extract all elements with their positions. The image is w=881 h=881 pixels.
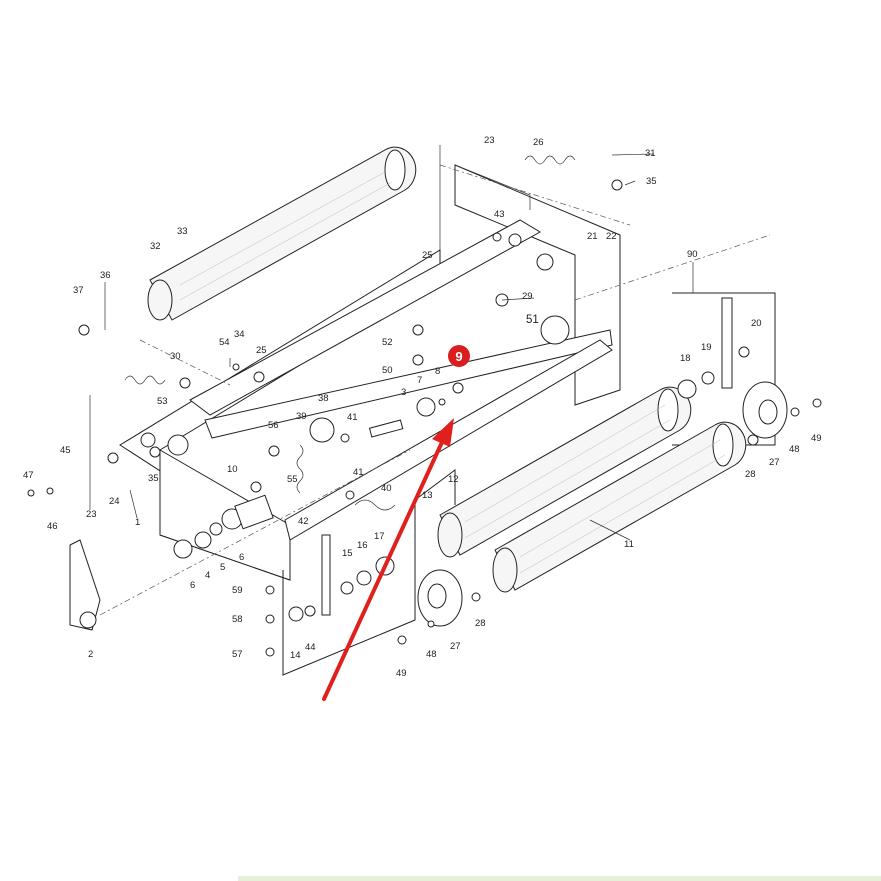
label-48b: 48 xyxy=(426,649,437,660)
label-28b: 28 xyxy=(475,618,486,629)
callout-number: 9 xyxy=(455,349,462,364)
main-frame xyxy=(119,145,621,581)
label-44: 44 xyxy=(305,642,316,653)
label-24: 24 xyxy=(109,496,120,507)
label-26: 26 xyxy=(533,137,544,148)
callout-circle xyxy=(448,345,470,367)
label-41a: 41 xyxy=(347,412,358,423)
label-22: 22 xyxy=(606,231,617,242)
label-6b: 6 xyxy=(239,552,244,563)
label-10: 10 xyxy=(227,464,238,475)
label-20: 20 xyxy=(751,318,762,329)
label-27a: 27 xyxy=(769,457,780,468)
label-51: 51 xyxy=(526,314,539,326)
label-28a: 28 xyxy=(745,469,756,480)
label-33: 33 xyxy=(177,226,188,237)
label-18: 18 xyxy=(680,353,691,364)
hardware-parts xyxy=(27,179,822,657)
label-52: 52 xyxy=(382,337,393,348)
label-30: 30 xyxy=(170,351,181,362)
label-38: 38 xyxy=(318,393,329,404)
label-8: 8 xyxy=(435,366,440,377)
lower-left-panel xyxy=(282,469,456,676)
label-90: 90 xyxy=(687,249,698,260)
label-46: 46 xyxy=(47,521,58,532)
label-23a: 23 xyxy=(484,135,495,146)
footer-bar xyxy=(238,876,881,881)
label-47: 47 xyxy=(23,470,34,481)
label-19: 19 xyxy=(701,342,712,353)
label-31: 31 xyxy=(645,148,656,159)
label-14: 14 xyxy=(290,650,301,661)
label-15: 15 xyxy=(342,548,353,559)
label-1: 1 xyxy=(135,517,140,528)
label-32: 32 xyxy=(150,241,161,252)
label-13: 13 xyxy=(422,490,433,501)
label-12: 12 xyxy=(448,474,459,485)
label-45: 45 xyxy=(60,445,71,456)
label-3: 3 xyxy=(401,387,406,398)
label-37: 37 xyxy=(73,285,84,296)
label-54: 54 xyxy=(219,337,230,348)
label-17: 17 xyxy=(374,531,385,542)
label-39: 39 xyxy=(296,411,307,422)
label-21: 21 xyxy=(587,231,598,242)
label-43: 43 xyxy=(494,209,505,220)
label-25a: 25 xyxy=(422,250,433,261)
label-25b: 25 xyxy=(256,345,267,356)
label-36: 36 xyxy=(100,270,111,281)
label-49a: 49 xyxy=(811,433,822,444)
arrow-shaft xyxy=(322,438,445,701)
flange-27-right xyxy=(742,381,788,439)
arrow-head xyxy=(432,418,454,447)
label-59: 59 xyxy=(232,585,243,596)
label-48a: 48 xyxy=(789,444,800,455)
label-4: 4 xyxy=(205,570,210,581)
label-16: 16 xyxy=(357,540,368,551)
label-50: 50 xyxy=(382,365,393,376)
label-41b: 41 xyxy=(353,467,364,478)
label-23b: 23 xyxy=(86,509,97,520)
label-7: 7 xyxy=(417,375,422,386)
flange-27-left xyxy=(417,569,463,627)
label-35b: 35 xyxy=(148,473,159,484)
roller-12 xyxy=(437,386,692,558)
roller-33 xyxy=(147,146,417,321)
label-6a: 6 xyxy=(190,580,195,591)
leader-lines xyxy=(89,153,694,541)
label-42: 42 xyxy=(298,516,309,527)
callout-marker-9: 9 xyxy=(448,345,470,367)
label-53: 53 xyxy=(157,396,168,407)
callout-labels: 1 2 3 4 5 6 6 7 8 10 11 12 13 14 15 16 1… xyxy=(23,135,822,679)
label-5: 5 xyxy=(220,562,225,573)
label-49b: 49 xyxy=(396,668,407,679)
alignment-lines xyxy=(99,164,771,616)
label-35a: 35 xyxy=(646,176,657,187)
label-58: 58 xyxy=(232,614,243,625)
label-11: 11 xyxy=(624,539,634,550)
label-40: 40 xyxy=(381,483,392,494)
label-56: 56 xyxy=(268,420,279,431)
label-57: 57 xyxy=(232,649,243,660)
red-arrow xyxy=(322,418,454,701)
label-2: 2 xyxy=(88,649,93,660)
label-29: 29 xyxy=(522,291,533,302)
label-27b: 27 xyxy=(450,641,461,652)
lever-2 xyxy=(69,539,101,631)
label-34: 34 xyxy=(234,329,245,340)
springs xyxy=(124,155,576,511)
roller-11 xyxy=(492,421,747,593)
label-55: 55 xyxy=(287,474,298,485)
